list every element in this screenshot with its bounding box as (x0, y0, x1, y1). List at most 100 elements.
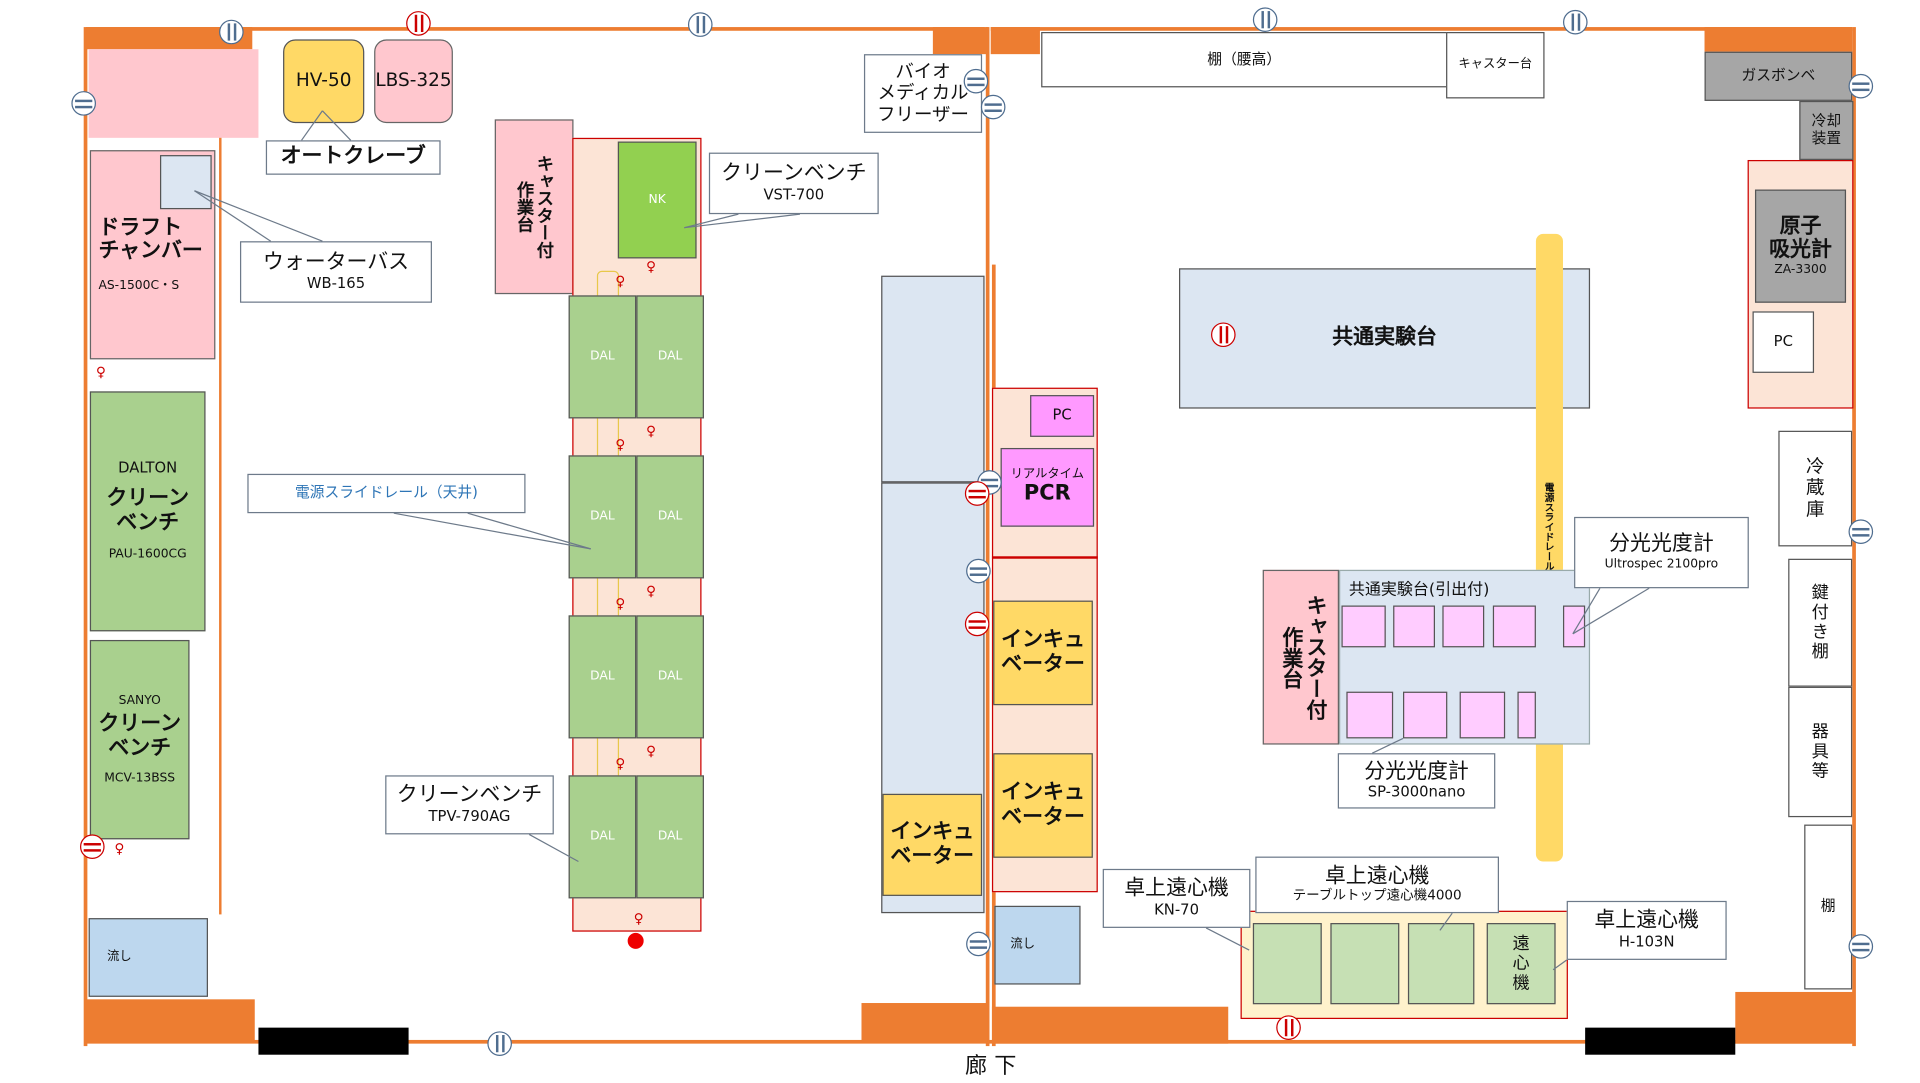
drawer-slot (1492, 605, 1536, 648)
incubator-1: インキュ ベーター (993, 600, 1093, 706)
centrifuge-1 (1252, 923, 1322, 1005)
lock-shelf-label: 鍵 付 き 棚 (1811, 583, 1829, 663)
dal-4a: DAL (568, 775, 637, 899)
middle-pc: PC (1030, 395, 1095, 437)
dalton-maker: DALTON (118, 459, 178, 477)
caster-table-left-label: キャスター付 作業台 (514, 155, 554, 259)
pcr-label: PCR (1023, 481, 1071, 506)
vst-model: VST-700 (763, 185, 825, 203)
gas-valve-icon: ♀ (646, 583, 657, 600)
fridge-label: 冷 蔵 庫 (1806, 455, 1825, 521)
cent1-name: 卓上遠心機 (1124, 876, 1229, 902)
dal-label: DAL (657, 349, 683, 364)
dal-label: DAL (590, 829, 615, 844)
draft-chamber-model: AS-1500C・S (98, 279, 180, 293)
outlet-icon (1211, 322, 1236, 348)
tool-shelf: 器 具 等 (1788, 686, 1853, 818)
sanyo-clean-bench: SANYO クリーン ベンチ MCV-13BSS (89, 639, 190, 840)
wall-top-right (990, 27, 1853, 31)
outlet-icon (1252, 7, 1278, 32)
tool-shelf-label: 器 具 等 (1811, 722, 1829, 782)
dal-2a: DAL (568, 455, 637, 579)
gas-valve-icon: ♀ (646, 258, 657, 275)
cooling-label: 冷却 装置 (1811, 112, 1842, 147)
outlet-icon (1848, 934, 1874, 959)
dal-3a: DAL (568, 615, 637, 739)
sink-left: 流し (88, 918, 208, 997)
drawer-slot (1346, 691, 1394, 739)
gas-valve-icon: ♀ (114, 840, 125, 857)
outlet-icon (1848, 73, 1874, 99)
spec1-callout: 分光光度計 Ultrospec 2100pro (1574, 516, 1749, 589)
outlet-icon (966, 558, 991, 584)
fridge: 冷 蔵 庫 (1778, 430, 1853, 547)
autoclave-label: オートクレーブ (280, 144, 426, 169)
spec2-model: SP-3000nano (1367, 783, 1466, 801)
aas-model: ZA-3300 (1774, 263, 1827, 277)
incubator-2: インキュ ベーター (993, 753, 1093, 858)
wall-top-left (86, 27, 985, 31)
red-dot (627, 932, 644, 949)
outlet-icon (1276, 1015, 1301, 1040)
dal-2b: DAL (636, 455, 704, 579)
dal-1a: DAL (568, 295, 637, 419)
sanyo-name: クリーン ベンチ (98, 711, 182, 761)
wall-left (83, 27, 88, 1047)
rail-left (219, 108, 222, 915)
tpv-name: クリーンベンチ (396, 783, 543, 808)
power-rail-vertical: 電源スライドレール(天井) (1535, 233, 1563, 862)
shelf: 棚 (1804, 824, 1853, 990)
sink-middle-label: 流し (1010, 938, 1036, 952)
dal-4b: DAL (636, 775, 704, 899)
nk-bench: NK (617, 141, 697, 259)
outlet-icon (963, 68, 989, 94)
pillar (991, 1006, 1229, 1044)
outlet-icon (980, 94, 1006, 120)
middle-pc-label: PC (1052, 406, 1072, 424)
drawer-bench-label: 共通実験台(引出付) (1348, 580, 1490, 600)
centrifuge-4-label: 遠 心 機 (1512, 933, 1530, 994)
tpv-model: TPV-790AG (428, 807, 511, 825)
cent2-model: テーブルトップ遠心機4000 (1292, 887, 1462, 904)
shelf-label: 棚 (1820, 897, 1836, 915)
gas-valve-icon: ♀ (615, 755, 626, 772)
caster-table-right-label: キャスター付 作業台 (1277, 594, 1327, 720)
centrifuge-4: 遠 心 機 (1486, 923, 1556, 1005)
corridor-label: 廊 下 (965, 1053, 1017, 1080)
outlet-icon (219, 19, 244, 45)
door-mark (1585, 1027, 1736, 1055)
dalton-clean-bench: DALTON クリーン ベンチ PAU-1600CG (89, 391, 206, 632)
cent1-model: KN-70 (1154, 900, 1199, 918)
gas-valve-icon: ♀ (646, 743, 657, 760)
sink-middle: 流し (994, 905, 1081, 985)
cent2-callout: 卓上遠心機 テーブルトップ遠心機4000 (1255, 856, 1499, 914)
pillar (86, 999, 255, 1043)
sanyo-model: MCV-13BSS (104, 771, 176, 785)
gas-valve-icon: ♀ (633, 910, 644, 927)
bio-freezer-label: バイオ メディカル フリーザー (877, 60, 969, 126)
incubator-2-label: インキュ ベーター (1001, 780, 1085, 829)
middle-cabinet-1 (881, 275, 985, 483)
outlet-icon (79, 834, 105, 860)
dalton-name: クリーン ベンチ (106, 486, 190, 535)
dal-label: DAL (590, 509, 615, 524)
dal-label: DAL (657, 509, 683, 524)
tpv-callout: クリーンベンチ TPV-790AG (385, 775, 554, 835)
dal-label: DAL (657, 829, 683, 844)
realtime-pcr: リアルタイム PCR (1000, 447, 1095, 527)
sink-left-label: 流し (107, 950, 132, 964)
door-mark (258, 1027, 409, 1055)
spec1-model: Ultrospec 2100pro (1604, 557, 1719, 572)
aas-pc: PC (1752, 311, 1815, 373)
outlet-icon (71, 91, 96, 116)
cent1-callout: 卓上遠心機 KN-70 (1102, 868, 1251, 928)
drawer-slot (1442, 605, 1485, 648)
cent3-callout: 卓上遠心機 H-103N (1566, 900, 1727, 960)
pillar (1735, 991, 1855, 1044)
common-bench: 共通実験台 (1179, 268, 1591, 409)
common-bench-label: 共通実験台 (1332, 325, 1437, 350)
vst-callout: クリーンベンチ VST-700 (708, 152, 879, 215)
drawer-slot (1402, 691, 1448, 739)
gas-cylinder-label: ガスボンベ (1741, 66, 1816, 84)
incubator-1-label: インキュ ベーター (1001, 627, 1085, 677)
